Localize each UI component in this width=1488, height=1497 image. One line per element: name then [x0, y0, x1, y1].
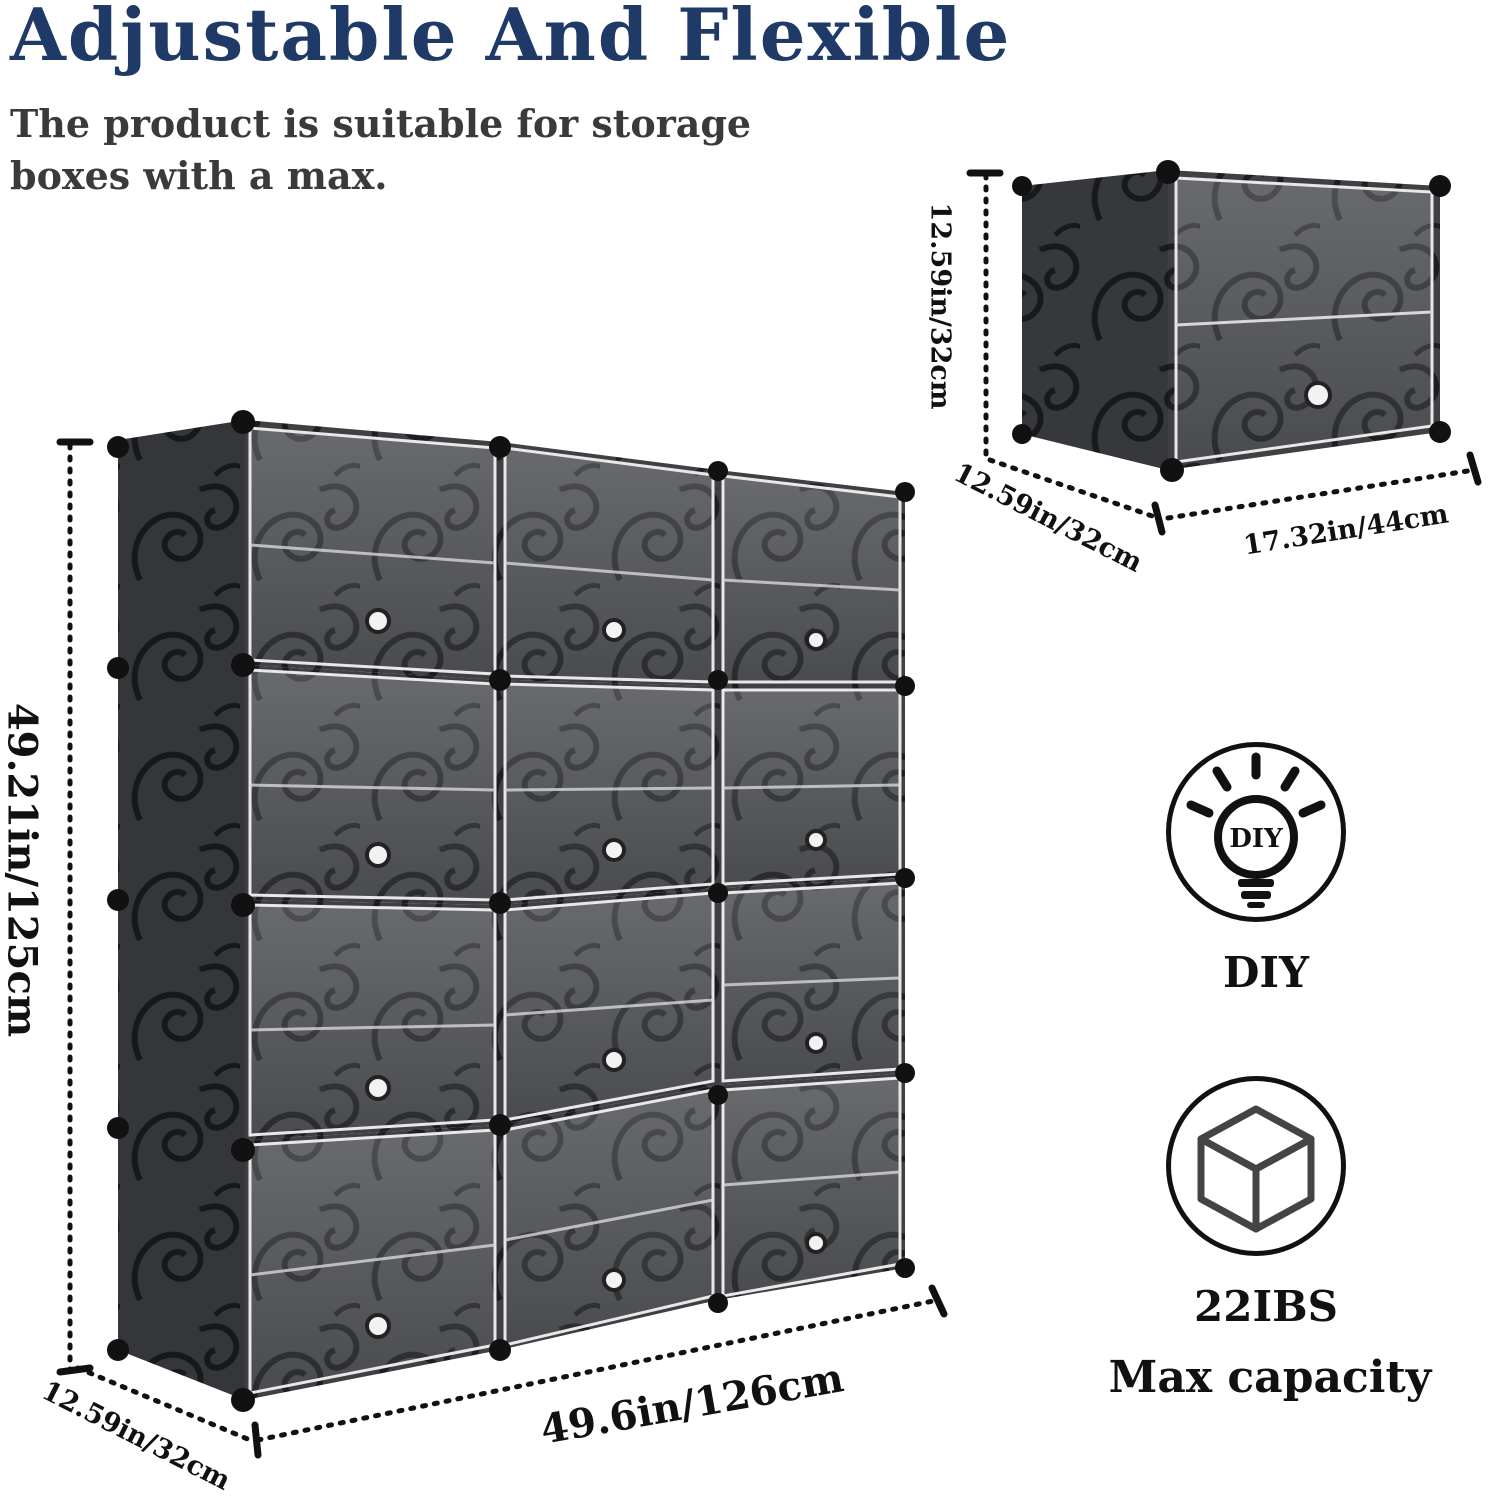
large-dimension-lines — [67, 442, 941, 1443]
large-height-label: 49.21in/125cm — [0, 702, 46, 1038]
page-subtitle: The product is suitable for storage boxe… — [10, 101, 752, 198]
capacity-label: Max capacity — [1108, 1352, 1432, 1403]
diy-label: DIY — [1222, 948, 1310, 997]
diy-badge-text: DIY — [1229, 824, 1283, 854]
small-dimension-lines — [983, 172, 1477, 521]
small-unit-side-panel — [1022, 170, 1168, 470]
small-height-label: 12.59in/32cm — [924, 202, 956, 410]
large-unit-connectors — [107, 410, 915, 1412]
diy-bulb-icon: DIY — [1186, 752, 1326, 908]
page-title: Adjustable And Flexible — [10, 0, 1012, 77]
cube-icon — [1197, 1105, 1315, 1233]
diy-badge: DIY — [1166, 742, 1346, 922]
large-unit-side-panel — [118, 420, 245, 1400]
capacity-value: 22IBS — [1194, 1282, 1338, 1331]
capacity-badge — [1166, 1076, 1346, 1256]
